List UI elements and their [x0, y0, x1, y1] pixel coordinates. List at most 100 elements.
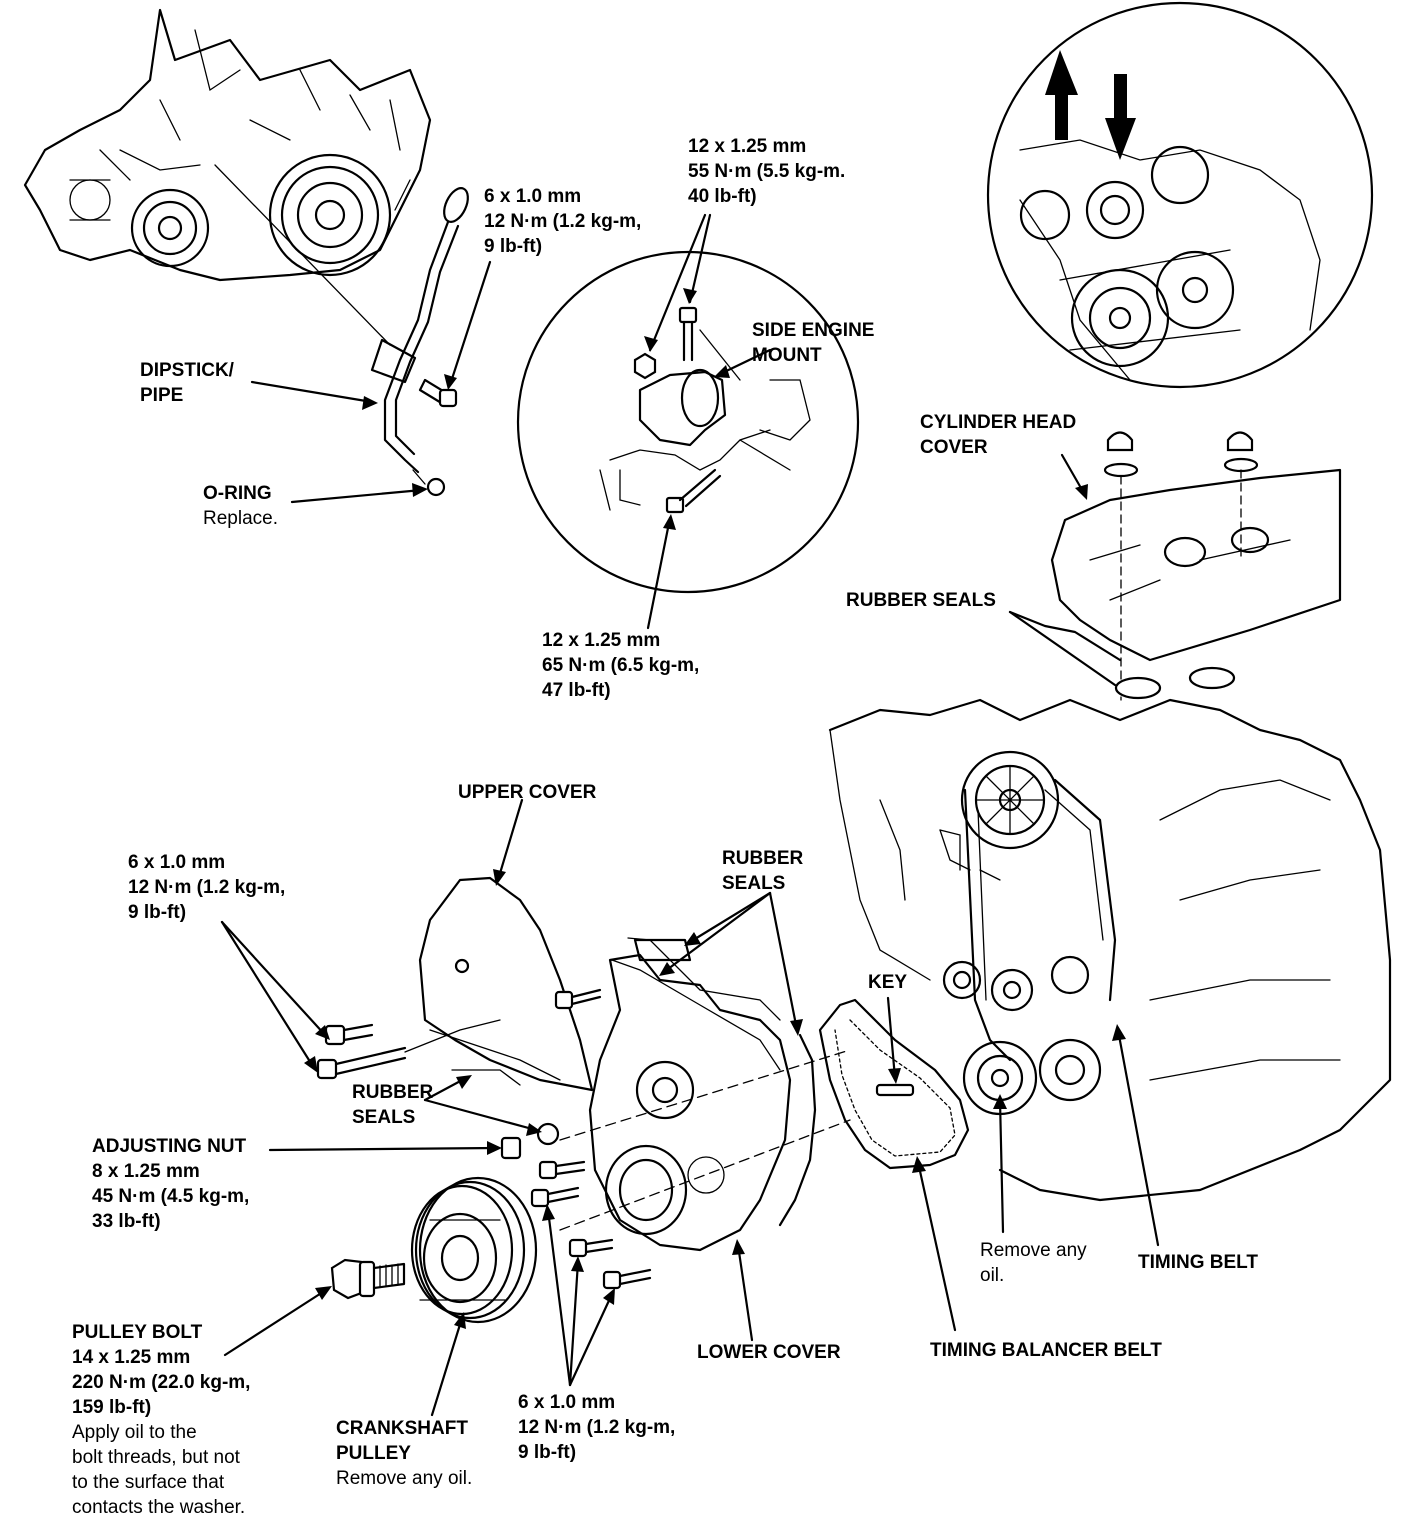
remove-any-oil-note: Remove any oil. — [980, 1238, 1087, 1288]
bolt-icon — [530, 1186, 580, 1208]
mount-lower-bolt-spec: 12 x 1.25 mm 65 N·m (6.5 kg-m, 47 lb-ft) — [542, 628, 699, 703]
label-line: CRANKSHAFT — [336, 1418, 468, 1439]
cylinder-head-cover-drawing — [1008, 431, 1342, 701]
label-line: SEALS — [722, 873, 786, 894]
spec-line: 12 N·m (1.2 kg-m, — [518, 1417, 676, 1438]
upper-cover-bolts-drawing — [316, 1019, 521, 1086]
leader-lines — [220, 260, 1160, 1417]
gear-icon — [1155, 250, 1235, 330]
bolt-icon — [665, 468, 722, 514]
label-line: MOUNT — [752, 345, 822, 366]
spec-line: 55 N·m (5.5 kg-m. — [688, 161, 846, 182]
label-line: PIPE — [140, 385, 184, 406]
spec-line: 9 lb-ft) — [484, 236, 543, 257]
side-engine-mount-label: SIDE ENGINE MOUNT — [752, 318, 874, 368]
pulley-icon — [1019, 189, 1071, 241]
spec-line: 159 lb-ft) — [72, 1397, 152, 1418]
label-line: LOWER COVER — [697, 1342, 841, 1363]
nut-icon — [500, 1136, 522, 1160]
bolt-icon — [568, 1238, 614, 1258]
side-engine-mount-inset — [516, 213, 860, 630]
gear-icon — [1050, 955, 1090, 995]
label-line: DIPSTICK/ — [140, 360, 234, 381]
key-icon — [875, 1083, 915, 1097]
timing-balancer-belt-label: TIMING BALANCER BELT — [930, 1338, 1162, 1363]
cylinder-head-cover-label: CYLINDER HEAD COVER — [920, 410, 1076, 460]
spec-line: 45 N·m (4.5 kg-m, — [92, 1186, 250, 1207]
lower-cover-drawing — [588, 937, 817, 1252]
spec-line: 6 x 1.0 mm — [518, 1392, 616, 1413]
engine-block-top-left — [23, 8, 432, 282]
label-line: PULLEY — [336, 1443, 411, 1464]
lower-cover-label: LOWER COVER — [697, 1340, 841, 1365]
label-line: SEALS — [352, 1107, 416, 1128]
label-line: RUBBER — [352, 1082, 434, 1103]
engine-block-right — [828, 698, 1392, 1202]
label-note: contacts the washer. — [72, 1497, 246, 1518]
upper-cover-label: UPPER COVER — [458, 780, 596, 805]
spec-line: 12 x 1.25 mm — [688, 136, 807, 157]
label-line: COVER — [920, 437, 988, 458]
lower-cover-bolts-spec: 6 x 1.0 mm 12 N·m (1.2 kg-m, 9 lb-ft) — [518, 1390, 675, 1465]
crankshaft-pulley-label: CRANKSHAFT PULLEY Remove any oil. — [336, 1416, 472, 1491]
label-line: CYLINDER HEAD — [920, 412, 1077, 433]
label-line: TIMING BELT — [1138, 1252, 1258, 1273]
spec-line: 8 x 1.25 mm — [92, 1161, 200, 1182]
spec-line: 12 N·m (1.2 kg-m, — [484, 211, 642, 232]
spec-line: 14 x 1.25 mm — [72, 1347, 191, 1368]
label-note: Apply oil to the — [72, 1422, 197, 1443]
key-label: KEY — [868, 970, 907, 995]
o-ring-icon — [426, 477, 446, 497]
lower-cover-fasteners — [500, 1049, 851, 1290]
rubber-seals-right-label: RUBBER SEALS — [722, 846, 803, 896]
bolt-icon — [602, 1268, 652, 1290]
dipstick-pipe-label: DIPSTICK/ PIPE — [140, 358, 234, 408]
label-note: oil. — [980, 1265, 1005, 1286]
rubber-seals-left-label: RUBBER SEALS — [352, 1080, 433, 1130]
timing-belt-label: TIMING BELT — [1138, 1250, 1258, 1275]
pulley-bolt-drawing — [330, 1258, 406, 1300]
dipstick-bolt-spec: 6 x 1.0 mm 12 N·m (1.2 kg-m, 9 lb-ft) — [484, 184, 641, 259]
bolt-icon — [316, 1046, 407, 1080]
spec-line: 6 x 1.0 mm — [128, 852, 226, 873]
arrow-icon — [1045, 50, 1136, 160]
bolt-icon — [538, 1160, 586, 1180]
label-line: SIDE ENGINE — [752, 320, 875, 341]
timing-balancer-belt-drawing — [818, 998, 970, 1170]
label-note: Replace. — [203, 508, 278, 529]
spec-line: 40 lb-ft) — [688, 186, 757, 207]
spec-line: 12 N·m (1.2 kg-m, — [128, 877, 286, 898]
spec-line: PULLEY BOLT — [72, 1322, 203, 1343]
label-note: to the surface that — [72, 1472, 225, 1493]
spec-line: 220 N·m (22.0 kg-m, — [72, 1372, 251, 1393]
label-line: O-RING — [203, 483, 272, 504]
label-note: bolt threads, but not — [72, 1447, 240, 1468]
spec-line: 47 lb-ft) — [542, 680, 611, 701]
label-line: RUBBER — [722, 848, 804, 869]
gear-icon — [990, 968, 1034, 1012]
spec-line: 9 lb-ft) — [518, 1442, 577, 1463]
gear-icon — [1150, 145, 1210, 205]
spec-line: 12 x 1.25 mm — [542, 630, 661, 651]
nut-icon — [633, 352, 657, 380]
label-line: UPPER COVER — [458, 782, 597, 803]
o-ring-label: O-RING Replace. — [203, 481, 278, 531]
gear-icon — [942, 960, 982, 1000]
label-line: TIMING BALANCER BELT — [930, 1340, 1162, 1361]
gear-icon — [1038, 1038, 1102, 1102]
bolt-icon — [678, 306, 698, 362]
upper-cover-drawing — [418, 876, 602, 1092]
pulley-bolt-spec: PULLEY BOLT 14 x 1.25 mm 220 N·m (22.0 k… — [72, 1320, 250, 1520]
spec-line: ADJUSTING NUT — [92, 1136, 247, 1157]
label-note: Remove any oil. — [336, 1468, 473, 1489]
nut-icon — [536, 1122, 560, 1146]
spec-line: 9 lb-ft) — [128, 902, 187, 923]
label-line: RUBBER SEALS — [846, 590, 996, 611]
crankshaft-pulley-drawing — [410, 1176, 538, 1324]
label-line: KEY — [868, 972, 908, 993]
spec-line: 65 N·m (6.5 kg-m, — [542, 655, 700, 676]
label-note: Remove any — [980, 1240, 1087, 1261]
belt-tension-inset — [986, 1, 1374, 389]
